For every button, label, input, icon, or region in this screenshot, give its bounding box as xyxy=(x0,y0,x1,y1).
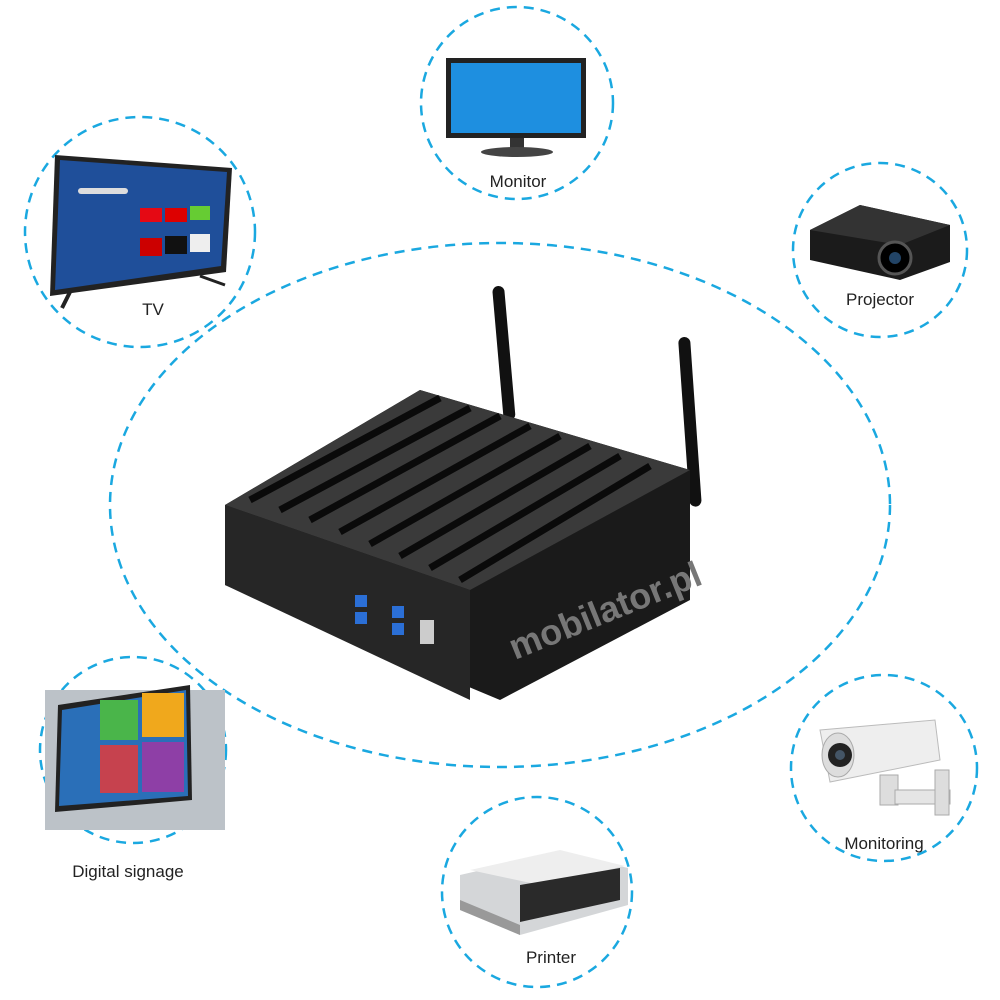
device-label-digital-signage: Digital signage xyxy=(72,862,184,881)
digital-signage-icon xyxy=(45,685,225,830)
device-label-projector: Projector xyxy=(845,290,915,309)
monitor-circle xyxy=(419,5,615,201)
monitor-icon xyxy=(446,58,586,157)
printer-circle xyxy=(440,795,634,989)
device-label-tv: TV xyxy=(142,300,164,319)
monitoring-circle xyxy=(789,673,979,863)
signage-circle xyxy=(38,655,228,845)
device-label-printer: Printer xyxy=(525,948,577,967)
device-label-monitor: Monitor xyxy=(489,172,547,191)
cctv-camera-icon xyxy=(819,719,951,816)
device-label-monitoring: Monitoring xyxy=(844,834,924,853)
mini-pc-image: mobilator.pl xyxy=(225,285,707,700)
tv-circle xyxy=(23,115,257,349)
tv-icon xyxy=(50,155,232,309)
center-ellipse xyxy=(108,241,892,769)
projector-circle xyxy=(791,161,969,339)
printer-icon xyxy=(460,850,628,935)
projector-icon xyxy=(810,205,950,280)
